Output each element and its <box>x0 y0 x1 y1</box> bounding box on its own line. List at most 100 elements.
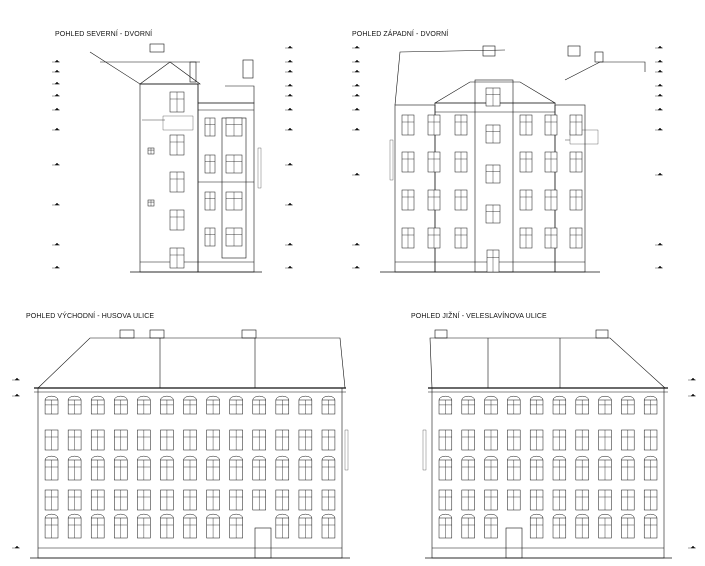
roof-gable <box>139 61 201 85</box>
window-arch <box>275 513 290 519</box>
window-arch <box>229 455 243 461</box>
level-triangle <box>287 107 293 111</box>
note-box <box>162 115 194 131</box>
section-label-strip <box>422 429 427 471</box>
level-triangle <box>354 45 360 49</box>
roof <box>433 81 557 104</box>
level-triangle <box>54 69 60 73</box>
window-arch <box>67 455 82 461</box>
level-triangle <box>54 81 60 85</box>
level-triangle <box>354 59 360 63</box>
view-title-west: POHLED ZÁPADNÍ - DVORNÍ <box>352 29 448 38</box>
window-arch <box>507 395 521 401</box>
window-arch <box>552 513 567 519</box>
level-triangle <box>287 59 293 63</box>
note-box <box>569 129 599 145</box>
level-triangle <box>657 265 663 269</box>
level-triangle <box>657 172 663 176</box>
window-arch <box>114 513 128 519</box>
chimney <box>241 329 257 339</box>
entrance-door <box>505 527 523 559</box>
window-arch <box>67 395 82 401</box>
elevation-south <box>422 329 672 559</box>
window-arch <box>461 395 475 401</box>
chimney <box>119 329 135 339</box>
window-arch <box>229 513 243 519</box>
window-arch <box>461 455 475 461</box>
level-triangle <box>287 242 293 246</box>
level-triangle <box>14 377 20 381</box>
chimney <box>189 61 197 83</box>
level-triangle <box>690 545 696 549</box>
level-triangle <box>657 93 663 97</box>
window-arch <box>575 455 589 461</box>
level-triangle <box>287 127 293 131</box>
window-arch <box>67 513 82 519</box>
window-arch <box>621 455 635 461</box>
chimney <box>434 329 448 339</box>
window-arch <box>206 395 220 401</box>
view-title-east: POHLED VÝCHODNÍ - HUSOVA ULICE <box>26 311 154 320</box>
window-arch <box>206 455 220 461</box>
chimney <box>567 45 581 57</box>
window-arch <box>552 455 567 461</box>
window-arch <box>160 395 174 401</box>
level-triangle <box>54 107 60 111</box>
window-arch <box>90 455 105 461</box>
chimney <box>482 45 496 57</box>
window-arch <box>90 395 105 401</box>
window-arch <box>114 395 128 401</box>
window-arch <box>298 455 313 461</box>
window-group <box>438 395 658 539</box>
window-arch <box>137 455 151 461</box>
window-arch <box>160 455 174 461</box>
level-triangle <box>690 377 696 381</box>
window-arch <box>598 513 612 519</box>
window-arch <box>321 455 336 461</box>
level-triangle <box>287 162 293 166</box>
level-triangle <box>287 69 293 73</box>
window-arch <box>529 455 544 461</box>
level-triangle <box>657 69 663 73</box>
elevation-north <box>89 43 262 273</box>
window-arch <box>114 455 128 461</box>
window-arch <box>438 513 453 519</box>
level-triangle <box>14 393 20 397</box>
level-triangle <box>287 93 293 97</box>
window-arch <box>137 395 151 401</box>
window-arch <box>206 513 220 519</box>
level-triangle <box>14 545 20 549</box>
level-triangle <box>287 265 293 269</box>
window-group <box>44 395 336 539</box>
level-triangle <box>354 127 360 131</box>
window-arch <box>484 455 498 461</box>
window-arch <box>552 395 567 401</box>
level-triangle <box>287 45 293 49</box>
window-arch <box>484 395 498 401</box>
window-arch <box>298 513 313 519</box>
window-group <box>147 91 243 269</box>
window-arch <box>160 513 174 519</box>
window-arch <box>183 513 197 519</box>
window-arch <box>643 395 658 401</box>
window-arch <box>575 513 589 519</box>
level-triangle <box>54 265 60 269</box>
window-arch <box>275 455 290 461</box>
window-arch <box>44 395 59 401</box>
section-label-strip <box>344 429 349 471</box>
level-triangle <box>657 242 663 246</box>
level-triangle <box>657 107 663 111</box>
chimney <box>242 59 254 79</box>
window-group <box>401 87 583 273</box>
level-triangle <box>657 45 663 49</box>
level-triangle <box>354 265 360 269</box>
view-title-north: POHLED SEVERNÍ - DVORNÍ <box>55 29 152 38</box>
level-triangle <box>54 242 60 246</box>
window-arch <box>252 395 266 401</box>
window-arch <box>598 455 612 461</box>
roof-outline <box>564 61 646 81</box>
window-arch <box>643 455 658 461</box>
window-arch <box>529 395 544 401</box>
